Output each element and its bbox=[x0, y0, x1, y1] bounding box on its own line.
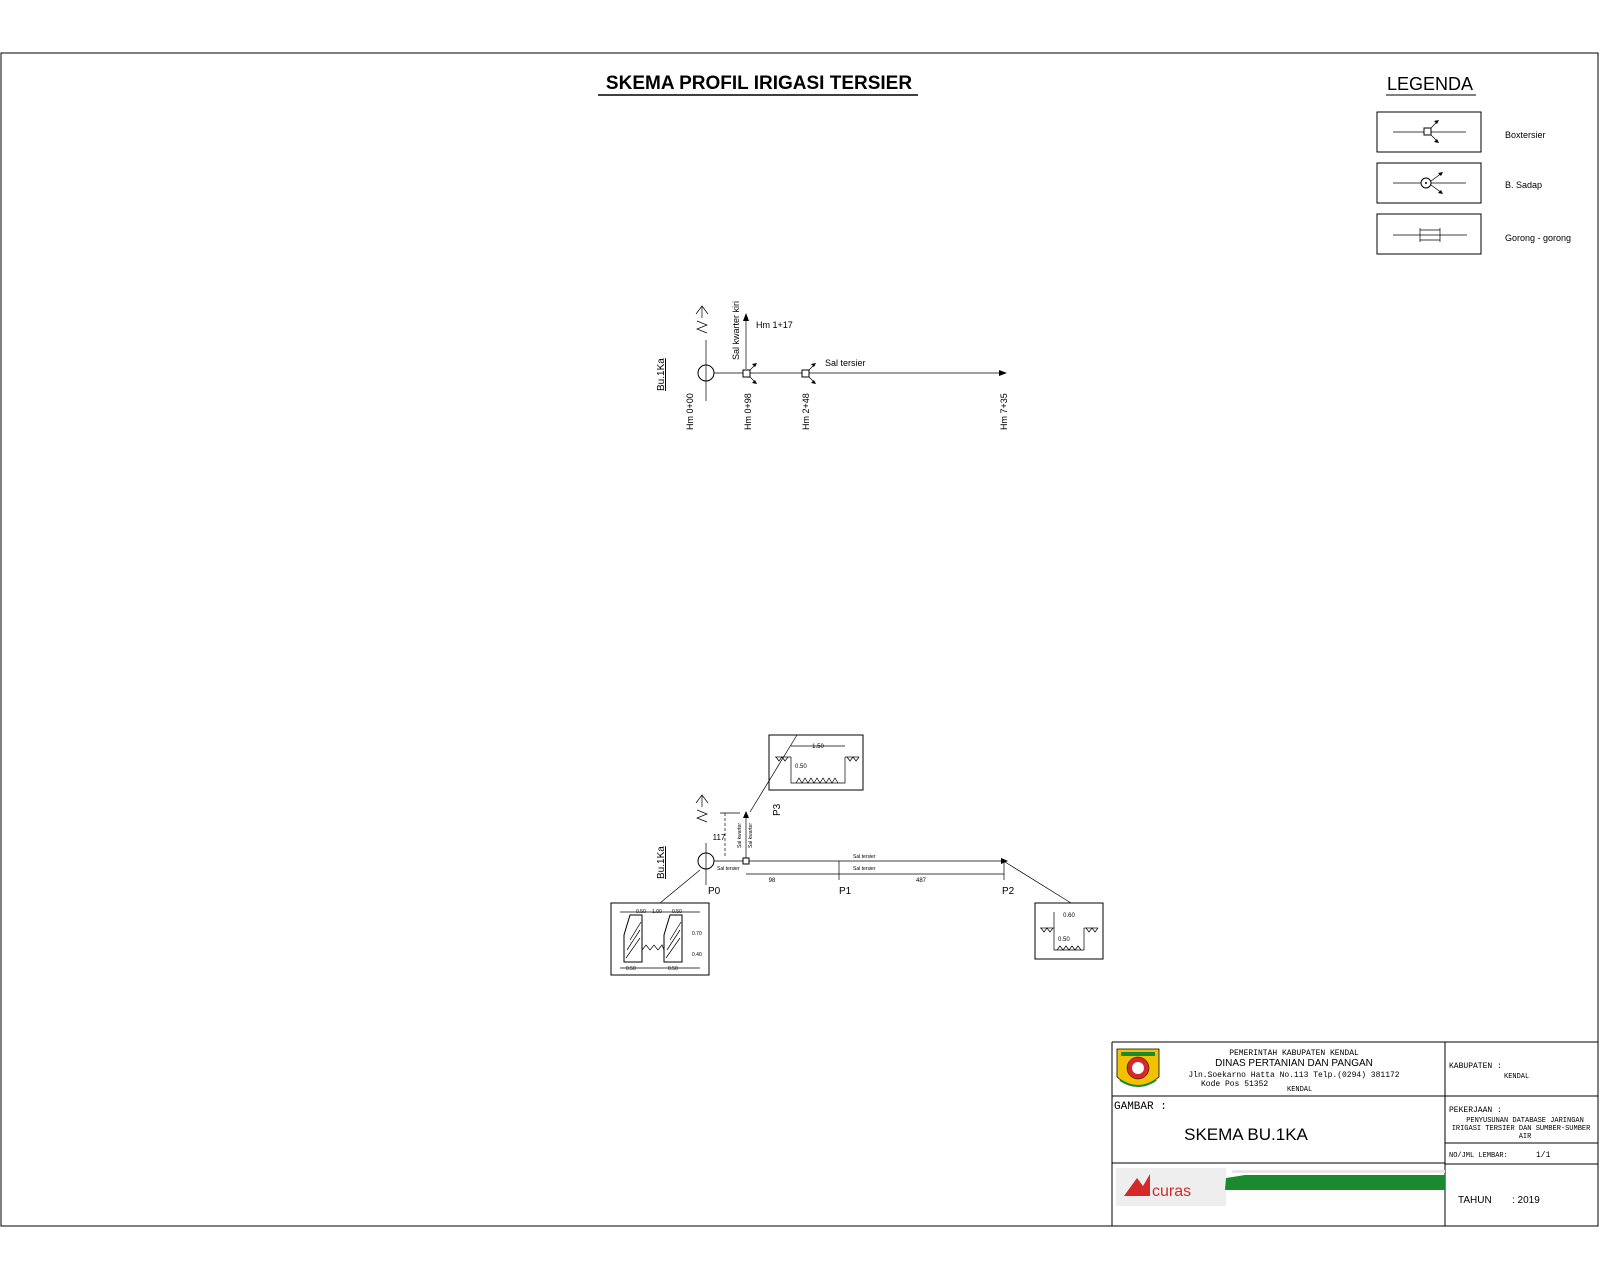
channel-label: Sal kwarter bbox=[748, 823, 754, 848]
sheet-frame bbox=[0, 52, 1599, 1227]
segment-length-label: 487 bbox=[916, 878, 927, 884]
point-label-p0: P0 bbox=[708, 886, 721, 897]
legend-item-boks-tersier: Boxtersier bbox=[1376, 111, 1546, 153]
drawing-title: SKEMA PROFIL IRIGASI TERSIER bbox=[606, 73, 912, 94]
section-dim: 0.50 bbox=[636, 909, 646, 915]
section-dim: 0.50 bbox=[1058, 937, 1070, 943]
flow-arrow-icon bbox=[1001, 858, 1008, 864]
boks-tersier-icon bbox=[742, 363, 757, 384]
pekerjaan-line: IRIGASI TERSIER DAN SUMBER-SUMBER bbox=[1452, 1125, 1591, 1133]
north-arrow-icon bbox=[695, 794, 709, 823]
kendal-emblem-icon bbox=[1116, 1048, 1160, 1087]
legend-label-boks-tersier: Boxtersier bbox=[1505, 130, 1546, 140]
section-dim: 1.00 bbox=[652, 909, 662, 915]
station-label: Hm 2+48 bbox=[801, 393, 811, 430]
lembar-label: NO/JML LEMBAR: bbox=[1449, 1152, 1508, 1160]
section-dim: 0.50 bbox=[626, 966, 636, 972]
boks-tersier-icon bbox=[1393, 120, 1466, 143]
schema-tertiary-label: Sal tersier bbox=[825, 358, 866, 368]
tahun-label: TAHUN bbox=[1458, 1195, 1492, 1206]
section-dim: 1.50 bbox=[812, 744, 824, 750]
section-dim: 0.40 bbox=[692, 952, 702, 958]
cross-section-p2: 0.60 0.50 bbox=[1034, 902, 1104, 960]
kabupaten-label: KABUPATEN : bbox=[1449, 1062, 1502, 1071]
point-label-p1: P1 bbox=[839, 886, 852, 897]
north-arrow-icon bbox=[695, 305, 709, 334]
titleblock-agency: DINAS PERTANIAN DAN PANGAN bbox=[1215, 1058, 1373, 1069]
gambar-value: SKEMA BU.1KA bbox=[1184, 1125, 1308, 1144]
title-block: PEMERINTAH KABUPATEN KENDAL DINAS PERTAN… bbox=[1111, 1041, 1598, 1226]
titleblock-city: KENDAL bbox=[1287, 1086, 1312, 1094]
channel-label: Sal tersier bbox=[717, 866, 740, 872]
profile-diagram: Bu.1Ka 117 Sal kwarter Sal kwarter Sal t… bbox=[610, 734, 1104, 976]
kabupaten-value: KENDAL bbox=[1504, 1073, 1529, 1081]
schema-head-label: Bu.1Ka bbox=[656, 358, 667, 391]
pekerjaan-line: AIR bbox=[1519, 1133, 1532, 1141]
station-label: Hm 0+98 bbox=[743, 393, 753, 430]
channel-label: Sal tersier bbox=[853, 866, 876, 872]
bangunan-sadap-icon bbox=[1393, 172, 1466, 194]
legend-label-bangunan-sadap: B. Sadap bbox=[1505, 180, 1542, 190]
pekerjaan-line: PENYUSUNAN DATABASE JARINGAN bbox=[1466, 1117, 1584, 1125]
segment-length-label: 98 bbox=[769, 878, 776, 884]
network-schema: Bu.1Ka Sal kwarter kiri Hm 1+17 Sal ter bbox=[656, 301, 1009, 430]
titleblock-postal: Kode Pos 51352 bbox=[1201, 1080, 1268, 1089]
cross-section-p3: 1.50 0.50 bbox=[768, 734, 864, 791]
legend-item-gorong-gorong: Gorong - gorong bbox=[1376, 213, 1571, 255]
channel-label: Sal tersier bbox=[853, 854, 876, 860]
profile-head-label: Bu.1Ka bbox=[656, 846, 667, 879]
section-dim: 0.50 bbox=[668, 966, 678, 972]
titleblock-gov: PEMERINTAH KABUPATEN KENDAL bbox=[1229, 1049, 1359, 1058]
schema-branch-label: Sal kwarter kiri bbox=[731, 301, 741, 360]
point-label-p2: P2 bbox=[1002, 886, 1015, 897]
point-label-p3: P3 bbox=[772, 803, 783, 816]
schema-branch-hm: Hm 1+17 bbox=[756, 320, 793, 330]
gambar-label: GAMBAR : bbox=[1114, 1101, 1167, 1113]
section-dim: 0.50 bbox=[672, 909, 682, 915]
legend-item-bangunan-sadap: B. Sadap bbox=[1376, 162, 1542, 204]
station-label: Hm 7+35 bbox=[999, 393, 1009, 430]
station-label: Hm 0+00 bbox=[685, 393, 695, 430]
cross-section-p0: 0.50 1.00 0.50 0.70 0.40 0.50 0.50 bbox=[610, 902, 710, 976]
channel-label: Sal kwarter bbox=[737, 823, 743, 848]
tahun-value: : 2019 bbox=[1512, 1195, 1540, 1206]
consultant-logo-text: curas bbox=[1152, 1183, 1191, 1200]
consultant-logo-icon: curas bbox=[1116, 1168, 1445, 1206]
section-dim: 0.50 bbox=[795, 764, 807, 770]
titleblock-address: Jln.Soekarno Hatta No.113 Telp.(0294) 38… bbox=[1188, 1071, 1399, 1080]
pekerjaan-label: PEKERJAAN : bbox=[1449, 1106, 1502, 1115]
gorong-gorong-icon bbox=[1393, 228, 1467, 242]
section-dim: 0.70 bbox=[692, 931, 702, 937]
branch-length-label: 117 bbox=[713, 833, 726, 842]
flow-arrow-icon bbox=[999, 370, 1007, 376]
legend-title: LEGENDA bbox=[1387, 74, 1473, 94]
section-dim: 0.60 bbox=[1063, 913, 1075, 919]
boks-tersier-icon bbox=[801, 363, 816, 384]
legend-label-gorong-gorong: Gorong - gorong bbox=[1505, 233, 1571, 243]
lembar-value: 1/1 bbox=[1536, 1151, 1551, 1160]
